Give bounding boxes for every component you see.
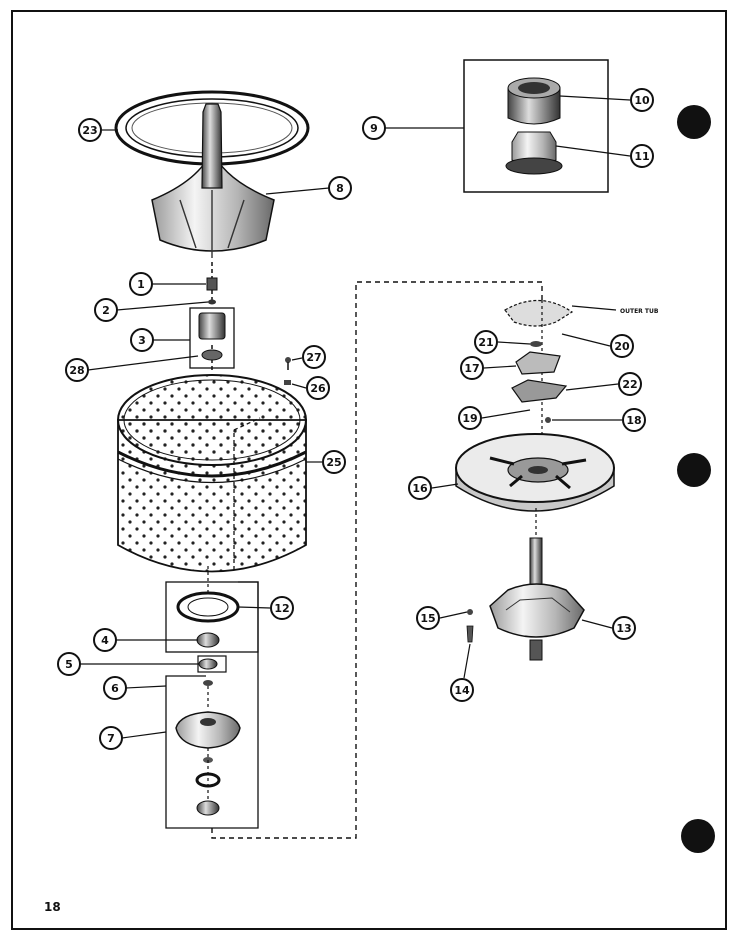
svg-text:10: 10 [634,94,650,107]
outer-tub-base [455,433,615,512]
svg-text:25: 25 [326,456,341,469]
callout-18: 18 [622,408,646,432]
callout-27: 27 [302,345,326,369]
callout-21: 21 [474,330,498,354]
svg-text:4: 4 [101,634,109,647]
callout-15: 15 [416,606,440,630]
callout-1: 1 [129,272,153,296]
page-number: 18 [44,900,61,914]
callout-16: 16 [408,476,432,500]
callout-10: 10 [630,88,654,112]
svg-text:20: 20 [614,340,630,353]
svg-text:18: 18 [626,414,641,427]
svg-text:7: 7 [107,732,115,745]
diagram-border [11,10,727,930]
part-coupling [198,312,226,340]
callout-3: 3 [130,328,154,352]
part-bearing-housing [175,711,241,749]
svg-text:6: 6 [111,682,119,695]
svg-text:26: 26 [310,382,326,395]
callout-9: 9 [362,116,386,140]
callout-28: 28 [65,358,89,382]
callout-14: 14 [450,678,474,702]
callout-19: 19 [458,406,482,430]
spin-basket [117,374,307,573]
svg-text:9: 9 [370,122,378,135]
svg-text:22: 22 [622,378,637,391]
svg-text:8: 8 [336,182,344,195]
part-transmission [489,583,585,638]
callout-7: 7 [99,726,123,750]
svg-text:12: 12 [274,602,289,615]
svg-text:15: 15 [420,612,435,625]
svg-text:14: 14 [454,684,470,697]
callout-6: 6 [103,676,127,700]
callout-22: 22 [618,372,642,396]
leader-lines [80,95,631,739]
binder-hole-top [677,105,711,139]
agitator-assembly [114,90,310,258]
svg-text:23: 23 [82,124,97,137]
svg-text:17: 17 [464,362,479,375]
callout-4: 4 [93,628,117,652]
callout-5: 5 [57,652,81,676]
svg-text:OUTER TUB: OUTER TUB [620,308,659,315]
callout-11: 11 [630,144,654,168]
svg-text:28: 28 [69,364,84,377]
callout-8: 8 [328,176,352,200]
svg-text:2: 2 [102,304,110,317]
svg-text:11: 11 [634,150,649,163]
callout-25: 25 [322,450,346,474]
svg-text:13: 13 [616,622,631,635]
svg-text:1: 1 [137,278,145,291]
svg-text:19: 19 [462,412,477,425]
callout-2: 2 [94,298,118,322]
svg-text:5: 5 [65,658,73,671]
callout-13: 13 [612,616,636,640]
callout-26: 26 [306,376,330,400]
part-bolt [206,277,218,291]
callout-23: 23 [78,118,102,142]
svg-text:27: 27 [306,351,321,364]
callout-17: 17 [460,356,484,380]
svg-text:16: 16 [412,482,428,495]
callout-20: 20 [610,334,634,358]
callout-12: 12 [270,596,294,620]
svg-text:3: 3 [138,334,146,347]
svg-text:21: 21 [478,336,493,349]
binder-hole-bottom [681,819,715,853]
outer-tub-label: OUTER TUB [620,308,659,315]
binder-hole-middle [677,453,711,487]
